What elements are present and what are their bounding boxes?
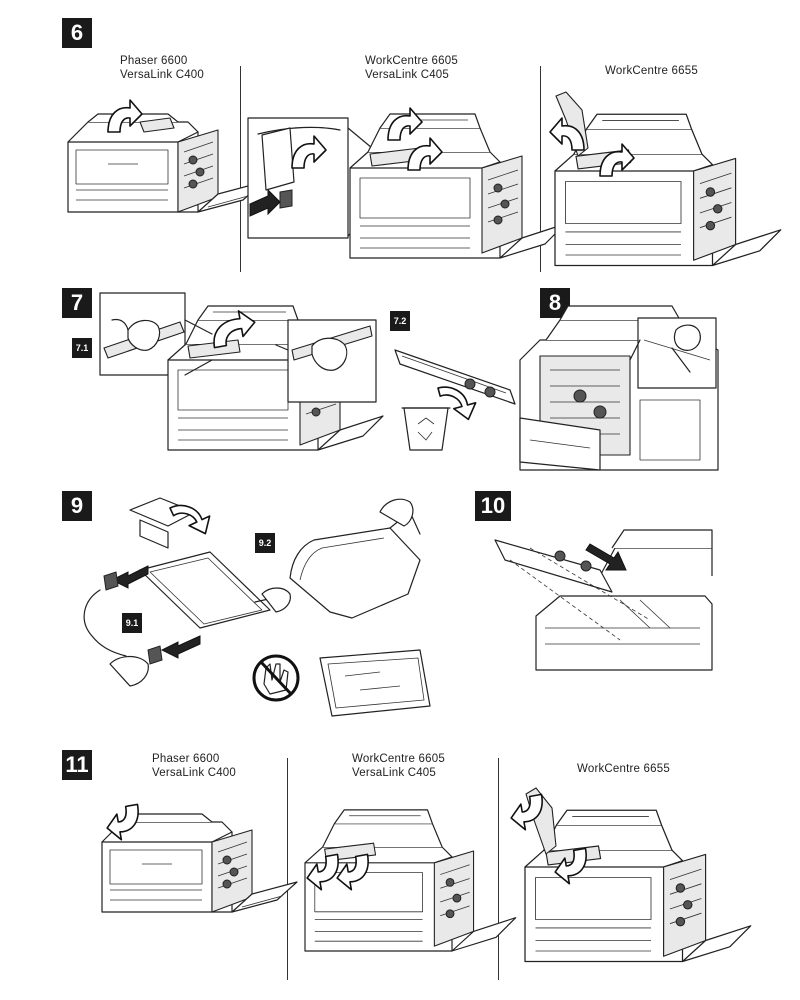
step-11-printer-b	[304, 809, 517, 952]
model-line: WorkCentre 6605	[365, 55, 458, 67]
step-11-badge: 11	[62, 750, 92, 780]
model-line: VersaLink C405	[352, 767, 436, 779]
hand-icon	[109, 655, 149, 687]
step-10-badge: 10	[475, 491, 511, 521]
step-6-printer-c	[549, 91, 782, 267]
model-line: WorkCentre 6655	[605, 65, 698, 77]
step-7-2-illustration	[394, 349, 516, 451]
hand-icon	[673, 324, 701, 351]
step-6-model-label-c: WorkCentre 6655	[605, 64, 698, 78]
model-line: VersaLink C405	[365, 69, 449, 81]
step-11-divider-1	[287, 758, 288, 980]
model-line: Phaser 6600	[120, 55, 188, 67]
step-7-2-badge: 7.2	[390, 311, 410, 331]
step-6-model-label-a: Phaser 6600 VersaLink C400	[120, 54, 204, 82]
step-8-illustration	[519, 305, 719, 471]
step-11-printer-c	[510, 787, 752, 963]
hand-icon	[127, 319, 161, 351]
step-9-badge: 9	[62, 491, 92, 521]
step-11-model-label-b: WorkCentre 6605 VersaLink C405	[352, 752, 445, 780]
model-line: VersaLink C400	[152, 767, 236, 779]
model-line: Phaser 6600	[152, 753, 220, 765]
step-6-printer-b	[247, 107, 566, 259]
step-11-printer-a	[101, 803, 298, 913]
step-11-model-label-a: Phaser 6600 VersaLink C400	[152, 752, 236, 780]
hand-icon	[261, 587, 291, 613]
recycle-bin-icon	[403, 407, 449, 451]
model-line: VersaLink C400	[120, 69, 204, 81]
step-9-illustration	[83, 497, 291, 687]
hand-icon	[379, 498, 414, 527]
step-6-model-label-b: WorkCentre 6605 VersaLink C405	[365, 54, 458, 82]
model-line: WorkCentre 6605	[352, 753, 445, 765]
step-8-badge: 8	[540, 288, 570, 318]
step-6-divider-2	[540, 66, 541, 272]
step-7-illustration	[99, 292, 384, 451]
step-9-1-badge: 9.1	[122, 613, 142, 633]
step-10-illustration	[494, 529, 713, 671]
step-6-badge: 6	[62, 18, 92, 48]
hand-icon	[311, 337, 348, 371]
step-11-divider-2	[498, 758, 499, 980]
step-9-2-badge: 9.2	[255, 533, 275, 553]
step-6-divider-1	[240, 66, 241, 272]
step-9-2-illustration	[289, 498, 421, 619]
step-7-badge: 7	[62, 288, 92, 318]
step-6-printer-a	[67, 99, 264, 213]
step-9-no-touch-illustration	[252, 649, 431, 717]
step-7-1-badge: 7.1	[72, 338, 92, 358]
step-11-model-label-c: WorkCentre 6655	[577, 762, 670, 776]
model-line: WorkCentre 6655	[577, 763, 670, 775]
